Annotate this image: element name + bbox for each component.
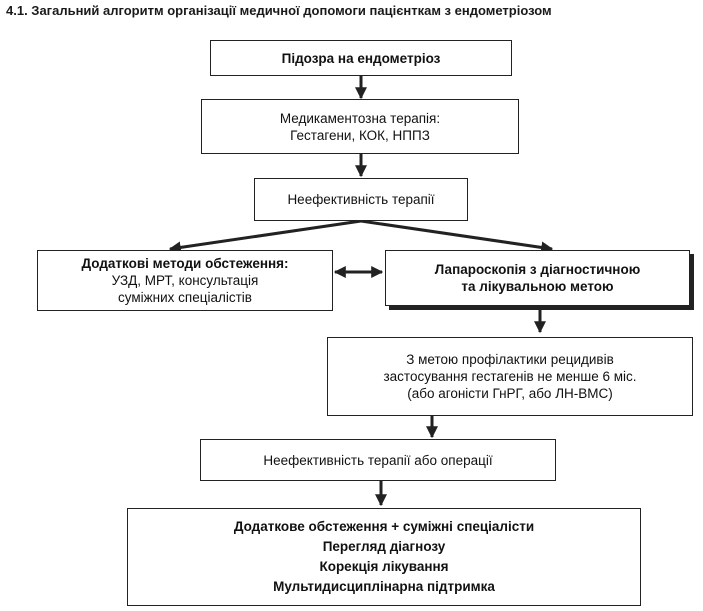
prevention-box: З метою профілактики рецидивів застосува… — [327, 337, 693, 416]
laparoscopy-line-2: та лікувальною метою — [461, 279, 614, 294]
arrow-ineffective-to-laparoscopy — [360, 219, 554, 254]
final-action-1: Додаткове обстеження + суміжні спеціаліс… — [233, 519, 535, 534]
final-action-2: Перегляд діагнозу — [322, 539, 446, 554]
suspicion-text: Підозра на ендометріоз — [281, 50, 441, 66]
additional-methods-heading: Додаткові методи обстеження: — [81, 256, 289, 271]
final-action-3: Корекція лікування — [319, 559, 449, 574]
final-action-4: Мультидисциплінарна підтримка — [273, 579, 495, 594]
page-title: 4.1. Загальний алгоритм організації меди… — [6, 3, 552, 18]
drug-therapy-heading: Медикаментозна терапія: — [279, 110, 441, 126]
prevention-line-3: (або агоністи ГнРГ, або ЛН-ВМС) — [407, 386, 613, 401]
ineffective-therapy-or-surgery-box: Неефективність терапії або операції — [200, 439, 556, 481]
prevention-line-2: застосування гестагенів не менше 6 міс. — [383, 369, 637, 384]
laparoscopy-line-1: Лапароскопія з діагностичною — [434, 262, 641, 277]
ineffective-therapy-text: Неефективність терапії — [287, 192, 435, 207]
prevention-line-1: З метою профілактики рецидивів — [406, 352, 614, 367]
suspicion-box: Підозра на ендометріоз — [210, 40, 512, 76]
ineffective-therapy-or-surgery-text: Неефективність терапії або операції — [263, 452, 493, 468]
final-actions-box: Додаткове обстеження + суміжні спеціаліс… — [127, 508, 641, 606]
drug-therapy-drugs: Гестагени, КОК, НППЗ — [290, 127, 430, 143]
additional-methods-item-1: УЗД, МРТ, консультація — [111, 273, 259, 288]
additional-methods-item-2: суміжних спеціалістів — [118, 290, 252, 305]
additional-methods-box: Додаткові методи обстеження: УЗД, МРТ, к… — [37, 250, 333, 311]
ineffective-therapy-box: Неефективність терапії — [254, 178, 468, 221]
drug-therapy-box: Медикаментозна терапія: Гестагени, КОК, … — [201, 99, 519, 154]
laparoscopy-box: Лапароскопія з діагностичною та лікуваль… — [385, 250, 690, 306]
arrow-ineffective-to-additional — [168, 219, 362, 254]
